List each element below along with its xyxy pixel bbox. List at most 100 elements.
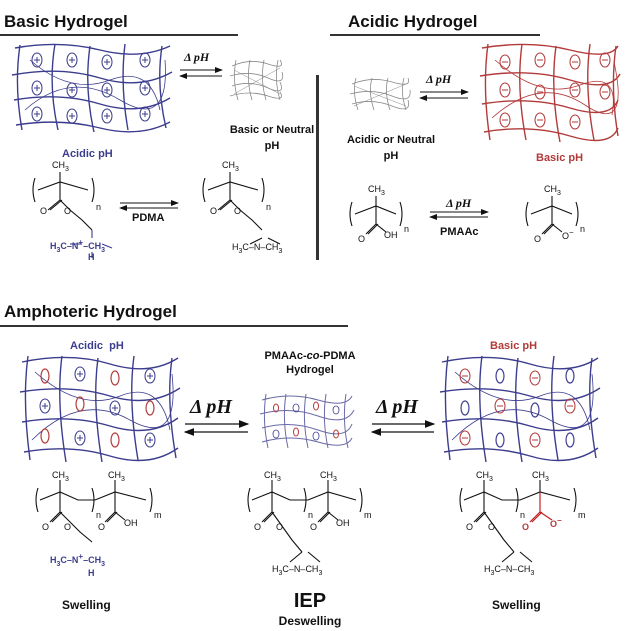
acidic-delta-ph: Δ pH [426, 72, 452, 86]
acidic-hydrogel-title: Acidic Hydrogel [348, 12, 478, 31]
pdma-right-n: n [266, 202, 272, 212]
pmaac-delta-ph: Δ pH [446, 196, 472, 210]
amphoteric-basic-ph-label: Basic pH [490, 340, 538, 352]
deswelling-label: Deswelling [278, 614, 342, 628]
cop-right-n: n [520, 510, 526, 520]
copolymer-title: PMAAc-co-PDMA [264, 350, 356, 362]
acidic-neutral-label-1: Acidic or Neutral [346, 134, 436, 146]
basic-delta-ph: Δ pH [184, 50, 210, 64]
amphoteric-hydrogel-title: Amphoteric Hydrogel [4, 302, 177, 321]
copolymer-left-backbone [35, 480, 153, 543]
pmaac-left-o: O [358, 234, 366, 244]
amphoteric-collapsed-charges [273, 401, 339, 439]
cop-mid-ch3-b: CH3 [320, 470, 337, 483]
pdma-label: PDMA [132, 212, 165, 224]
acidic-swollen-network [479, 43, 621, 143]
pdma-amine-blue [70, 230, 113, 258]
pmaac-right-n: n [580, 224, 586, 234]
amphoteric-left-equilibrium [183, 420, 250, 436]
pdma-structure-neutral [202, 172, 281, 245]
cop-right-amine: H3C–N–CH3 [484, 564, 535, 577]
cop-mid-o3: O [310, 522, 318, 532]
cop-mid-n: n [308, 510, 314, 520]
basic-plus-charges [31, 52, 151, 124]
amphoteric-acidic-network [19, 355, 181, 463]
pmaac-structure-acid [349, 196, 403, 235]
basic-collapsed-network [229, 59, 284, 101]
pdma-left-h: H [88, 252, 95, 262]
pmaac-structure-carboxylate [525, 196, 579, 235]
cop-left-h: H [88, 568, 95, 578]
basic-acidic-ph-label: Acidic pH [62, 148, 113, 160]
basic-hydrogel-title: Basic Hydrogel [4, 12, 128, 31]
copolymer-right-backbone [459, 480, 577, 563]
amphoteric-right-charges [459, 368, 576, 448]
pdma-structure-protonated [32, 172, 95, 231]
pdma-left-n: n [96, 202, 102, 212]
pmaac-left-n: n [404, 224, 410, 234]
amphoteric-header-rule [0, 325, 348, 327]
cop-left-n: n [96, 510, 102, 520]
cop-mid-o1: O [254, 522, 262, 532]
cop-mid-m: m [364, 510, 372, 520]
basic-neutral-label-1: Basic or Neutral [229, 124, 315, 136]
pmaac-right-o: O [534, 234, 542, 244]
pdma-left-ch3: CH3 [52, 160, 69, 173]
cop-mid-o2: O [276, 522, 284, 532]
cop-left-o3: O [98, 522, 106, 532]
pmaac-label: PMAAc [440, 226, 479, 238]
cop-left-oh: OH [124, 518, 138, 528]
copolymer-middle-backbone [247, 480, 363, 563]
pdma-right-ch3: CH3 [222, 160, 239, 173]
cop-mid-amine: H3C–N–CH3 [272, 564, 323, 577]
cop-left-ch3-b: CH3 [108, 470, 125, 483]
cop-left-o1: O [42, 522, 50, 532]
amphoteric-left-charges [39, 366, 156, 448]
cop-right-o3: O [522, 522, 530, 532]
copolymer-title-line2: Hydrogel [286, 364, 334, 376]
swelling-right-label: Swelling [492, 598, 541, 612]
cop-right-o2: O [488, 522, 496, 532]
pmaac-equilibrium-arrows [429, 209, 489, 220]
copolymer-right-carboxylate [529, 492, 553, 523]
cop-left-o2: O [64, 522, 72, 532]
cop-left-amine: H3C–N+–CH3 [50, 552, 106, 568]
acidic-collapsed-network [349, 77, 411, 111]
pdma-right-amine: H3C–N–CH3 [232, 242, 283, 255]
amphoteric-acidic-ph-label: Acidic pH [70, 340, 124, 352]
amphoteric-basic-network [439, 355, 601, 463]
acidic-neutral-label-2: pH [383, 150, 399, 162]
section-divider [316, 75, 319, 260]
cop-right-m: m [578, 510, 586, 520]
amphoteric-delta-ph-left: Δ pH [190, 396, 232, 418]
cop-right-ch3-a: CH3 [476, 470, 493, 483]
cop-left-ch3-a: CH3 [52, 470, 69, 483]
pdma-left-o1: O [40, 206, 48, 216]
amphoteric-right-equilibrium [370, 420, 436, 436]
pdma-right-o2: O [234, 206, 242, 216]
amphoteric-collapsed-plus [272, 403, 340, 441]
pdma-equilibrium-arrows [119, 200, 179, 211]
acidic-header-rule [330, 34, 540, 36]
pdma-right-o1: O [210, 206, 218, 216]
pmaac-right-ch3: CH3 [544, 184, 561, 197]
basic-neutral-label-2: pH [264, 140, 280, 152]
acidic-basic-ph-label: Basic pH [536, 152, 584, 164]
iep-label: IEP [293, 590, 327, 612]
cop-mid-ch3-a: CH3 [264, 470, 281, 483]
swelling-left-label: Swelling [62, 598, 111, 612]
basic-equilibrium-arrows [179, 67, 223, 79]
cop-right-o1: O [466, 522, 474, 532]
basic-swollen-network [11, 43, 173, 133]
cop-left-m: m [154, 510, 162, 520]
pmaac-left-ch3: CH3 [368, 184, 385, 197]
acidic-equilibrium-arrows [419, 89, 469, 101]
pdma-left-amine: H3C–N+–CH3 [50, 238, 106, 254]
cop-right-ch3-b: CH3 [532, 470, 549, 483]
pdma-left-o2: O [64, 206, 72, 216]
cop-right-ominus: O− [550, 516, 562, 529]
amphoteric-collapsed-network [259, 393, 355, 449]
pmaac-right-ominus: O− [562, 228, 574, 241]
